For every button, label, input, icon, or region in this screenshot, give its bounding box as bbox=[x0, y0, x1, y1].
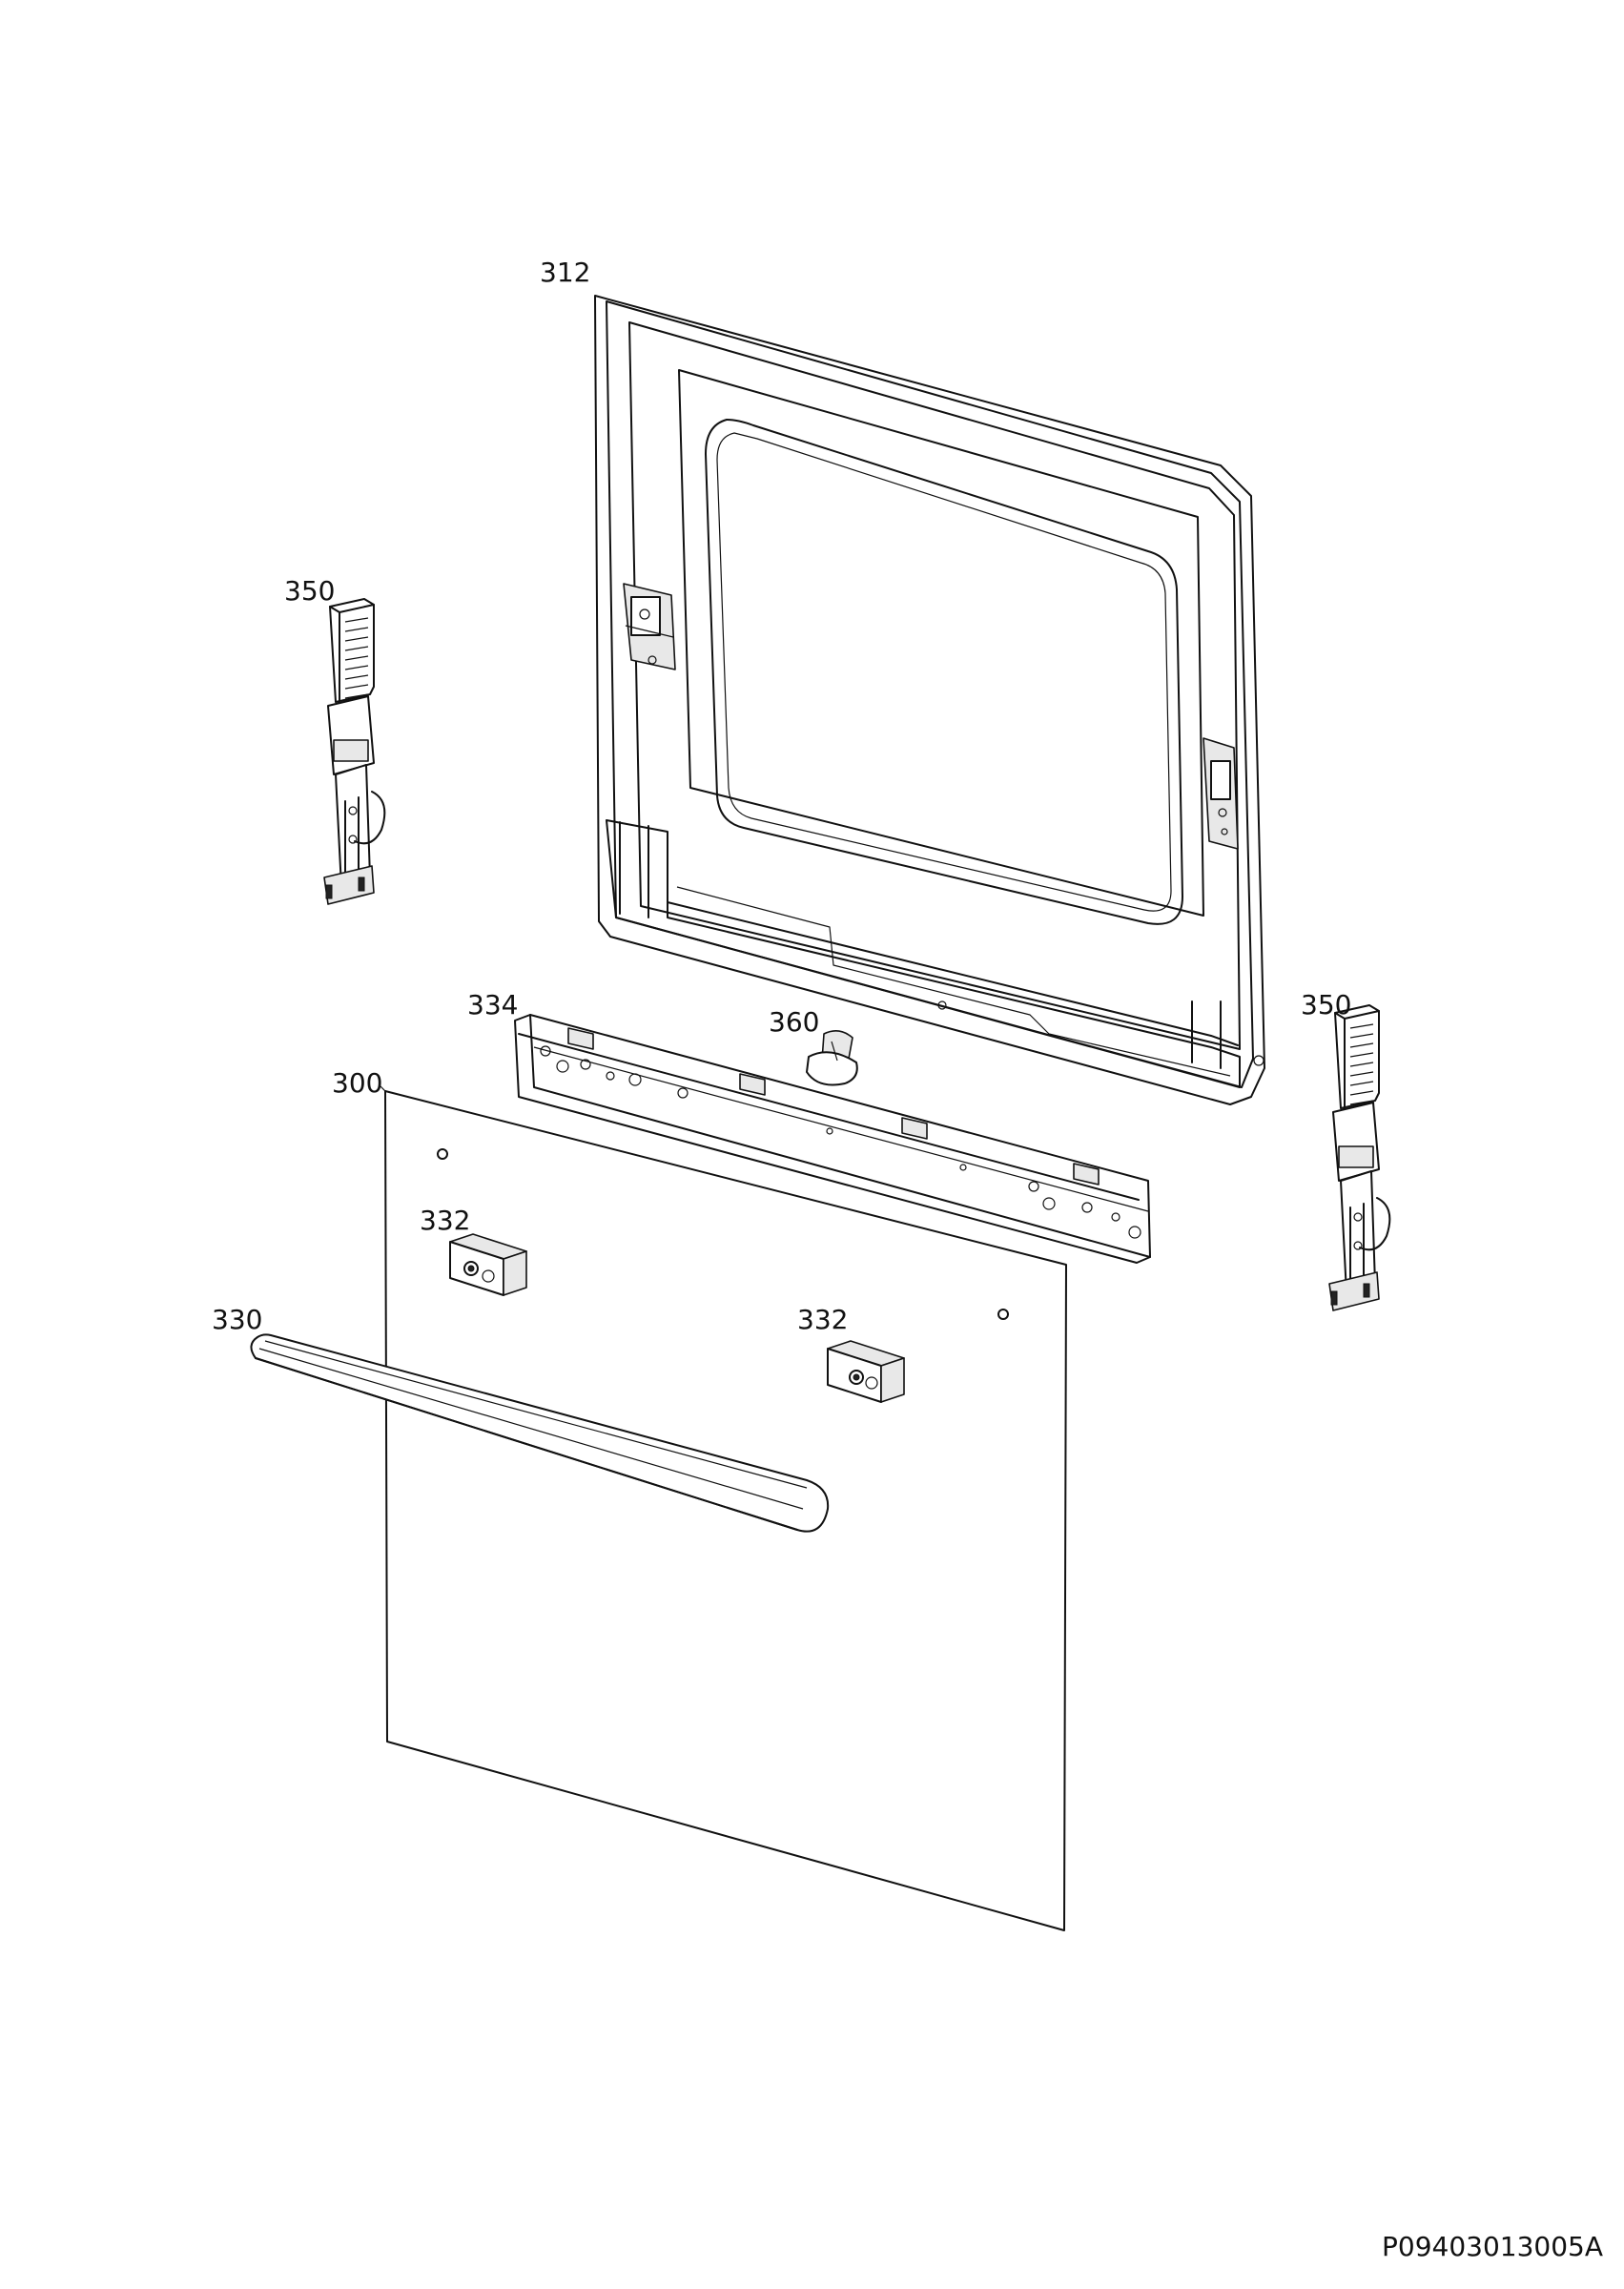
handle-330 bbox=[250, 1333, 830, 1533]
clip-360 bbox=[806, 1030, 858, 1086]
label-330-handle: 330 bbox=[212, 1304, 263, 1335]
spacer-332-left bbox=[449, 1233, 527, 1296]
label-360-clip: 360 bbox=[769, 1006, 820, 1038]
label-312-inner-door-frame: 312 bbox=[540, 257, 591, 288]
hinge-350-left bbox=[323, 598, 386, 905]
label-334-bracket: 334 bbox=[467, 989, 519, 1021]
label-332-spacer-right: 332 bbox=[797, 1304, 849, 1335]
label-332-spacer-left: 332 bbox=[420, 1205, 471, 1236]
drawing-code: P09403013005A bbox=[1382, 2231, 1603, 2262]
label-350-hinge-left: 350 bbox=[284, 575, 336, 607]
spacer-332-right bbox=[827, 1340, 905, 1403]
bracket-334 bbox=[514, 1014, 1151, 1264]
outer-glass-300 bbox=[379, 1084, 1067, 1931]
label-300-outer-glass: 300 bbox=[332, 1067, 383, 1099]
frame-hinge-mount-left bbox=[623, 583, 676, 670]
label-350-hinge-right: 350 bbox=[1301, 989, 1352, 1021]
frame-hinge-mount-right bbox=[1203, 737, 1239, 850]
hinge-350-right bbox=[1328, 1004, 1391, 1311]
inner-door-frame-312 bbox=[594, 295, 1265, 1105]
